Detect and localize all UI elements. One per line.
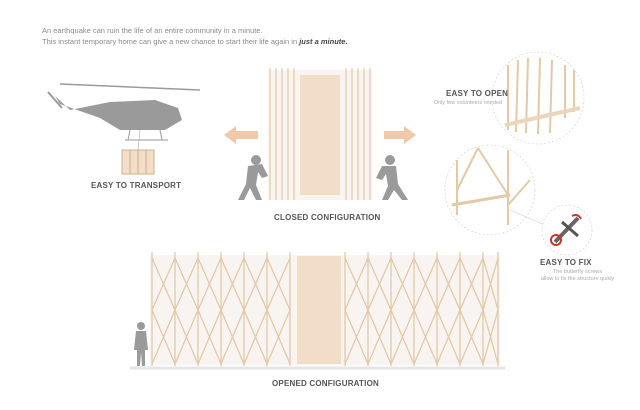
person-pushing-left-icon [238, 155, 268, 200]
bamboo-pole [390, 309, 415, 365]
bamboo-pole [459, 257, 484, 311]
easy-to-fix-caption-1: The butterfly screws [552, 269, 603, 275]
easy-to-fix-caption-2: allow to fix the structure quikly [540, 276, 615, 282]
intro-line-2: This instant temporary home can give a n… [42, 36, 348, 47]
easy-to-transport-label: EASY TO TRANSPORT [91, 181, 182, 190]
bamboo-pole [197, 257, 222, 311]
easy-to-open-detail [491, 51, 585, 145]
bamboo-pole [344, 309, 369, 365]
bamboo-pole [390, 257, 415, 311]
helicopter-icon [47, 83, 201, 151]
intro-emphasis: just a minute. [299, 37, 348, 46]
bamboo-pole [413, 257, 438, 311]
bamboo-pole [174, 309, 199, 365]
bamboo-pole [436, 257, 461, 311]
intro-line-1: An earthquake can ruin the life of an en… [42, 26, 263, 35]
bamboo-pole [197, 309, 222, 365]
bamboo-pole [344, 257, 369, 311]
easy-to-fix-detail [444, 144, 593, 256]
cargo-box-icon [121, 149, 155, 175]
easy-to-open-caption: Only few volunteers needed [433, 100, 502, 106]
closed-structure [268, 68, 372, 200]
bamboo-pole [243, 309, 268, 365]
bamboo-pole [436, 309, 461, 365]
butterfly-screw-icon [550, 214, 582, 246]
opened-structure [130, 252, 505, 370]
bamboo-pole [266, 309, 291, 365]
bamboo-pole [220, 257, 245, 311]
bamboo-pole [482, 309, 499, 365]
bamboo-pole [482, 257, 499, 311]
arrow-right-icon [384, 126, 416, 144]
bamboo-pole [243, 257, 268, 311]
closed-configuration-label: CLOSED CONFIGURATION [274, 213, 381, 222]
bamboo-pole [151, 257, 176, 311]
intro-text: An earthquake can ruin the life of an en… [42, 25, 348, 47]
bamboo-pole [367, 257, 392, 311]
bamboo-pole [413, 309, 438, 365]
bamboo-pole [266, 257, 291, 311]
intro-line-2-text: This instant temporary home can give a n… [42, 37, 300, 46]
easy-to-fix-label: EASY TO FIX [540, 258, 592, 267]
arrow-left-icon [224, 126, 258, 144]
bamboo-pole [220, 309, 245, 365]
bamboo-pole [367, 309, 392, 365]
bamboo-pole [174, 257, 199, 311]
person-pushing-right-icon [376, 155, 408, 200]
easy-to-open-label: EASY TO OPEN [446, 89, 509, 98]
bamboo-pole [459, 309, 484, 365]
opened-configuration-label: OPENED CONFIGURATION [272, 379, 379, 388]
bamboo-pole [151, 309, 176, 365]
person-silhouette-icon [134, 322, 148, 366]
